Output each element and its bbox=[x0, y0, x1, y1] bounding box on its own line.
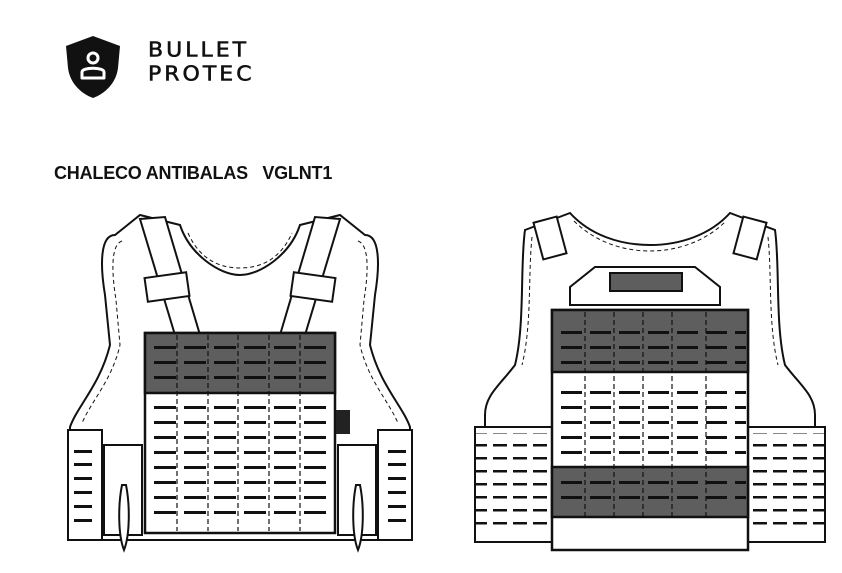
brand-line-1: BULLET bbox=[148, 39, 250, 63]
product-title: CHALECO ANTIBALAS VGLNT1 bbox=[54, 163, 333, 183]
front-view-drawing bbox=[67, 213, 413, 553]
shield-person-icon bbox=[66, 36, 120, 98]
back-view-drawing bbox=[474, 211, 826, 552]
brand-logo bbox=[62, 34, 124, 100]
brand-line-2: PROTEC bbox=[148, 63, 255, 87]
brand-name: BULLET PROTEC bbox=[148, 39, 255, 88]
